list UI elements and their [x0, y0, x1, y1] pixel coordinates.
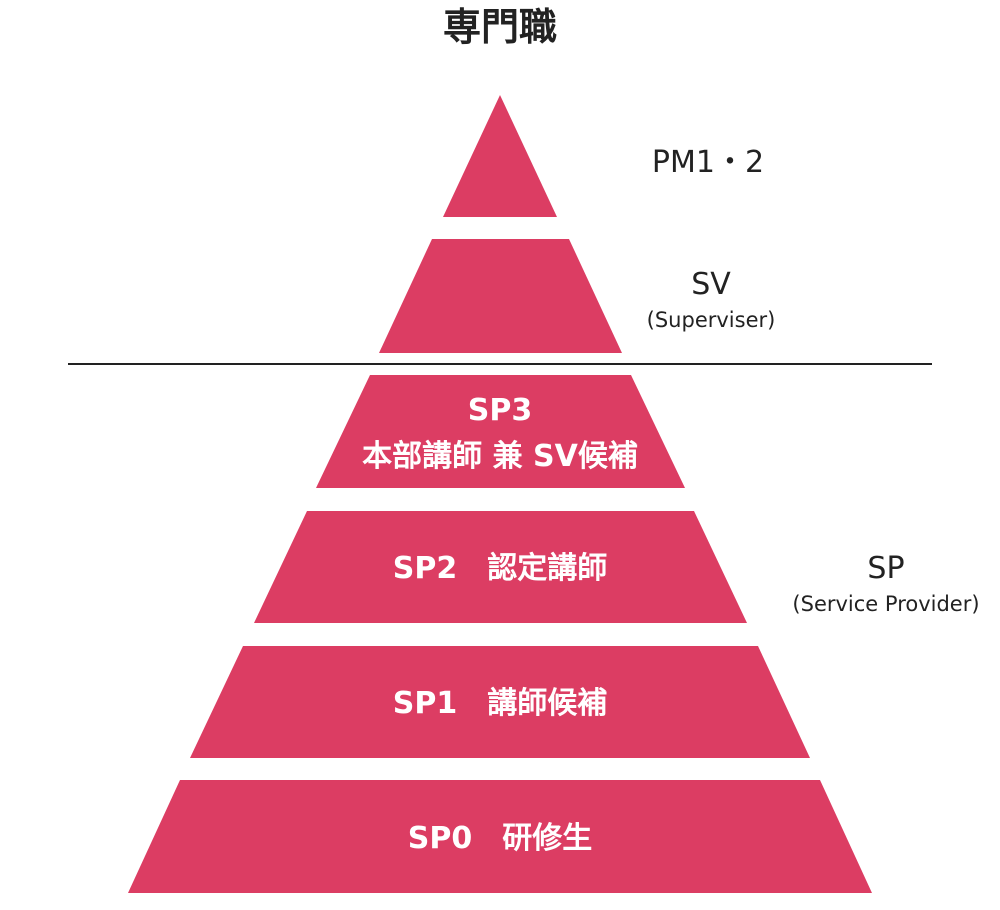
pyramid-tier-sp0: [128, 780, 872, 893]
tier-sp1-label: SP1 講師候補: [393, 686, 607, 721]
pyramid-tier-sp2: [254, 511, 747, 623]
tier-sp2-label: SP2 認定講師: [393, 551, 607, 586]
pyramid-tier-sv: [379, 239, 622, 353]
tier-sp3-label-line2: 本部講師 兼 SV候補: [362, 439, 638, 474]
pyramid-tier-sp1: [190, 646, 810, 758]
side-label-sp: SP: [867, 551, 904, 586]
side-label-sv: SV: [691, 267, 731, 302]
tier-sp0-label: SP0 研修生: [408, 821, 592, 856]
tier-sp3-label-line1: SP3: [468, 393, 532, 428]
side-label-pm: PM1・2: [652, 145, 764, 180]
side-label-sv-sub: (Superviser): [647, 308, 776, 332]
pyramid-tier-sp3: [316, 375, 685, 488]
side-label-sp-sub: (Service Provider): [792, 592, 979, 616]
pyramid-tier-pm: [443, 95, 557, 217]
diagram-title: 専門職: [443, 5, 557, 49]
